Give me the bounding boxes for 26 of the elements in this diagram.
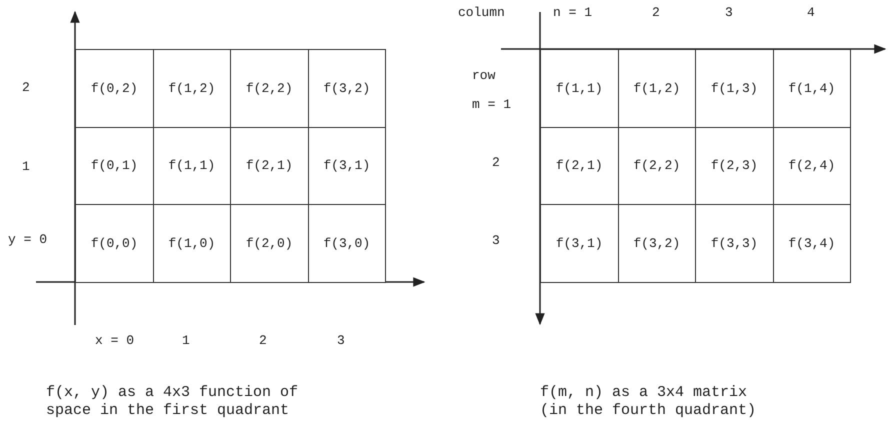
caption-text: f(m, n) as a 3x4 matrix (in the fourth quadrant) [540, 384, 758, 420]
axis-label: 3 [337, 333, 345, 349]
axis-label: 2 [22, 80, 30, 96]
table-cell: f(3,2) [308, 49, 386, 128]
table-cell: f(0,0) [75, 204, 154, 282]
axis-label: row [472, 68, 496, 84]
axis-label: x = 0 [95, 333, 134, 349]
table-cell: f(3,1) [540, 204, 618, 282]
table-cell: f(3,4) [772, 204, 851, 282]
table-cell: f(1,1) [540, 49, 618, 128]
axis-label: n = 1 [553, 5, 592, 21]
axis-label: y = 0 [8, 232, 48, 248]
axis-label: 2 [652, 5, 660, 21]
axis-label: 3 [492, 233, 500, 249]
table-cell: f(1,4) [772, 49, 851, 128]
axis-label: 3 [725, 5, 733, 21]
axis-label: 2 [492, 155, 500, 171]
table-cell: f(0,2) [75, 49, 154, 128]
table-cell: f(3,0) [308, 204, 386, 282]
caption-text: f(x, y) as a 4x3 function of space in the first quadrant [46, 384, 300, 420]
axis-label: m = 1 [472, 97, 512, 113]
axis-label: column [458, 5, 505, 21]
axis-label: 1 [22, 159, 30, 175]
axis-label: 4 [807, 5, 815, 21]
axis-label: 1 [182, 333, 190, 349]
axis-label: 2 [259, 333, 267, 349]
